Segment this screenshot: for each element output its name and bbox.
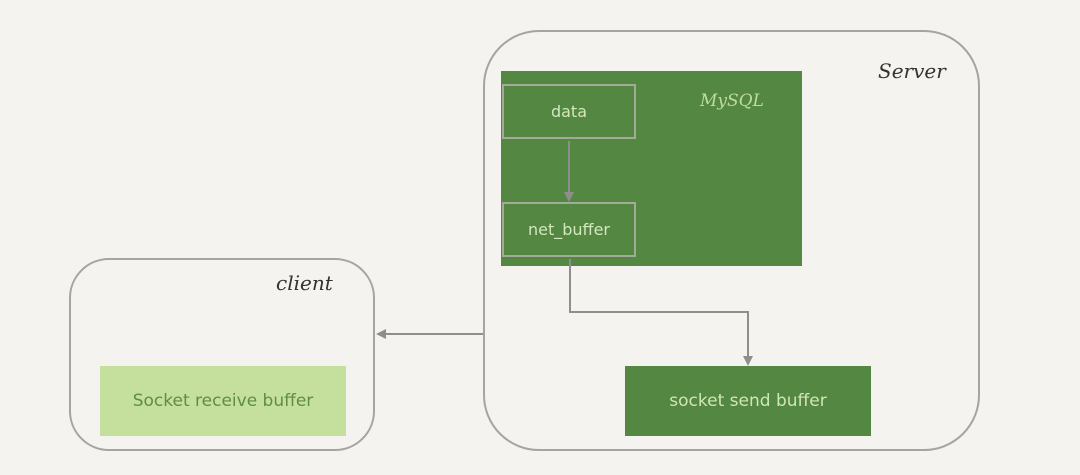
data-box: data <box>502 84 636 139</box>
mysql-label: MySQL <box>700 91 764 111</box>
socket-receive-buffer-box: Socket receive buffer <box>100 366 346 436</box>
net-buffer-box-label: net_buffer <box>528 220 610 239</box>
data-box-label: data <box>550 102 588 121</box>
socket-send-buffer-label: socket send buffer <box>669 391 827 411</box>
server-container <box>483 30 980 451</box>
socket-send-buffer-box: socket send buffer <box>625 366 871 436</box>
net-buffer-box: net_buffer <box>502 202 636 257</box>
client-container <box>69 258 375 451</box>
server-label: Server <box>878 59 946 83</box>
socket-receive-buffer-label: Socket receive buffer <box>132 391 314 411</box>
client-label: client <box>276 271 333 295</box>
arrow-net-buffer-to-send-buffer <box>569 259 753 366</box>
